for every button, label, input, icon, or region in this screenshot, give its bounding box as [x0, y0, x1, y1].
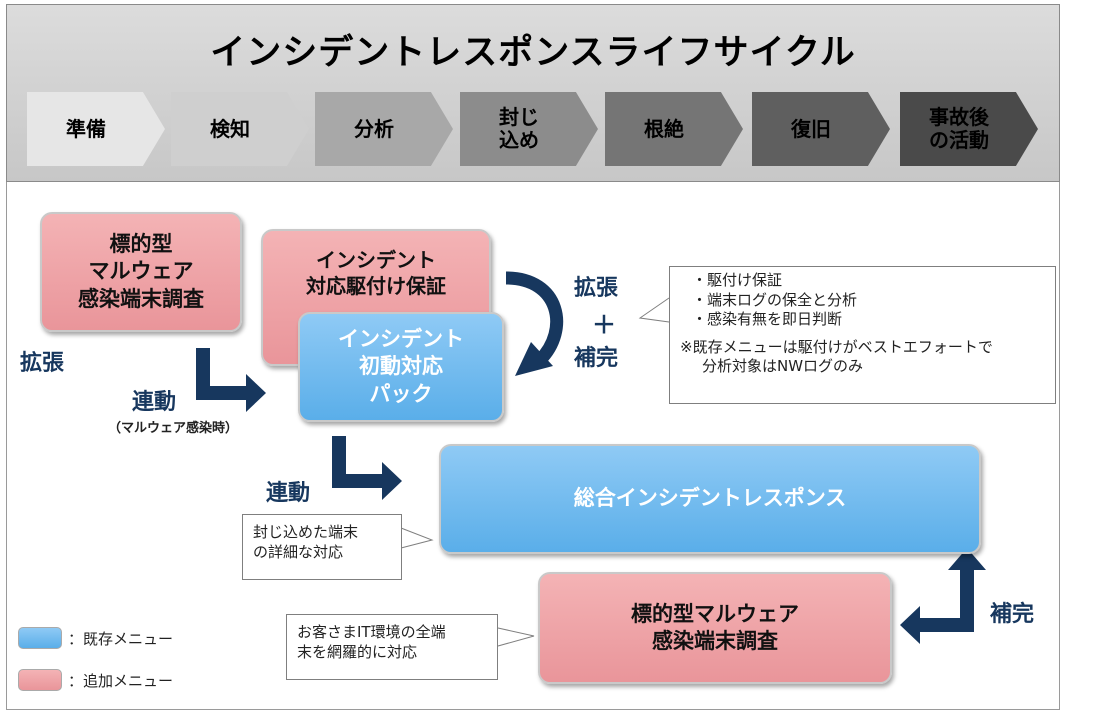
- complement-label-bottom: 補完: [990, 602, 1035, 627]
- complement-label-right: 補完: [574, 346, 619, 371]
- complement-arrow: [900, 548, 986, 644]
- legend-swatch-existing: [18, 627, 62, 649]
- phase-chevron: 分析: [315, 92, 453, 166]
- legend-swatch-added: [18, 669, 62, 691]
- link-label-1: 連動: [132, 390, 177, 415]
- targeted-malware-box-top: 標的型マルウェア感染端末調査: [40, 212, 242, 332]
- contained-callout: 封じ込めた端末 の詳細な対応: [242, 514, 402, 580]
- phase-chevron: 根絶: [605, 92, 743, 166]
- targeted-malware-box-bottom: 標的型マルウェア感染端末調査: [538, 572, 892, 684]
- expand-label-left: 拡張: [20, 351, 65, 376]
- link-arrow-1: [196, 348, 266, 412]
- it-environment-callout: お客さまIT環境の全端 末を網羅的に対応: [286, 614, 498, 680]
- phase-chevron: 封じ込め: [460, 92, 598, 166]
- callout-pointer-features: [638, 297, 670, 323]
- page-title: インシデントレスポンスライフサイクル: [210, 33, 856, 73]
- callout-pointer-contained: [400, 527, 434, 549]
- phase-chevron: 準備: [27, 92, 165, 166]
- phase-chevron: 復旧: [752, 92, 890, 166]
- initial-response-pack-box: インシデント初動対応パック: [298, 312, 504, 422]
- link-label-2: 連動: [266, 481, 311, 506]
- link-arrow-2: [332, 436, 402, 500]
- curved-arrow: [505, 271, 564, 365]
- phase-chevron: 事故後の活動: [900, 92, 1038, 166]
- general-ir-box: 総合インシデントレスポンス: [439, 444, 981, 554]
- callout-pointer-it: [497, 627, 535, 647]
- expand-label-right: 拡張: [574, 276, 619, 301]
- legend-existing-label: ：既存メニュー: [68, 630, 174, 648]
- legend-added-label: ：追加メニュー: [68, 672, 174, 690]
- phase-chevron: 検知: [171, 92, 309, 166]
- features-callout: ・駆付け保証 ・端末ログの保全と分析 ・感染有無を即日判断 ※既存メニューは駆付…: [669, 266, 1056, 404]
- link-note: （マルウェア感染時）: [108, 421, 239, 436]
- plus-sign: ＋: [592, 311, 616, 339]
